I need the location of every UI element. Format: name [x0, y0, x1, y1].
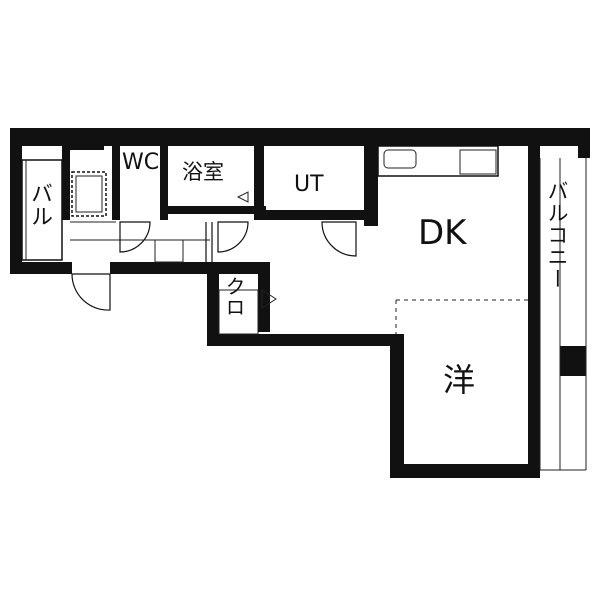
- dk-western-divider: [395, 299, 530, 334]
- right-column: [560, 346, 586, 376]
- top-wall: [10, 128, 590, 146]
- ut-bottom-wall: [264, 210, 378, 220]
- label-utility: UT: [294, 172, 324, 197]
- right-wall-top: [528, 128, 540, 478]
- ut-door[interactable]: [321, 221, 357, 257]
- wc-door[interactable]: [119, 221, 151, 253]
- label-wc: WC: [122, 150, 160, 175]
- left-wing-divider: [62, 140, 70, 220]
- bath-right-wall: [254, 140, 264, 220]
- label-dining-kitchen: DK: [418, 213, 467, 253]
- label-balcony-right: バルコニー: [545, 180, 569, 290]
- label-western-room: 洋: [443, 361, 476, 399]
- right-outer-wall: [578, 128, 590, 158]
- bottom-wall: [390, 464, 540, 478]
- label-closet: クロ: [222, 276, 246, 318]
- ut-right-wall: [364, 140, 378, 226]
- left-bottom-wall-b: [110, 262, 270, 274]
- left-wall: [10, 128, 22, 274]
- stove: [71, 171, 107, 217]
- bath-left-wall: [160, 140, 168, 220]
- closet-right-wall: [258, 262, 270, 332]
- lower-step-wall: [207, 334, 404, 346]
- label-bath: 浴室: [182, 160, 224, 184]
- hall-door[interactable]: [217, 221, 249, 253]
- entrance-door[interactable]: [71, 273, 111, 311]
- kitchen-counter: [377, 145, 499, 177]
- closet-left-wall: [207, 262, 219, 346]
- stub-wall: [70, 140, 104, 150]
- left-balcony-outline: [21, 159, 63, 261]
- left-bottom-wall-a: [10, 262, 72, 274]
- bath-bottom-wall: [160, 206, 266, 214]
- label-balcony-left: バル: [27, 182, 52, 228]
- wc-left-wall: [112, 140, 120, 220]
- western-left-wall: [390, 334, 404, 478]
